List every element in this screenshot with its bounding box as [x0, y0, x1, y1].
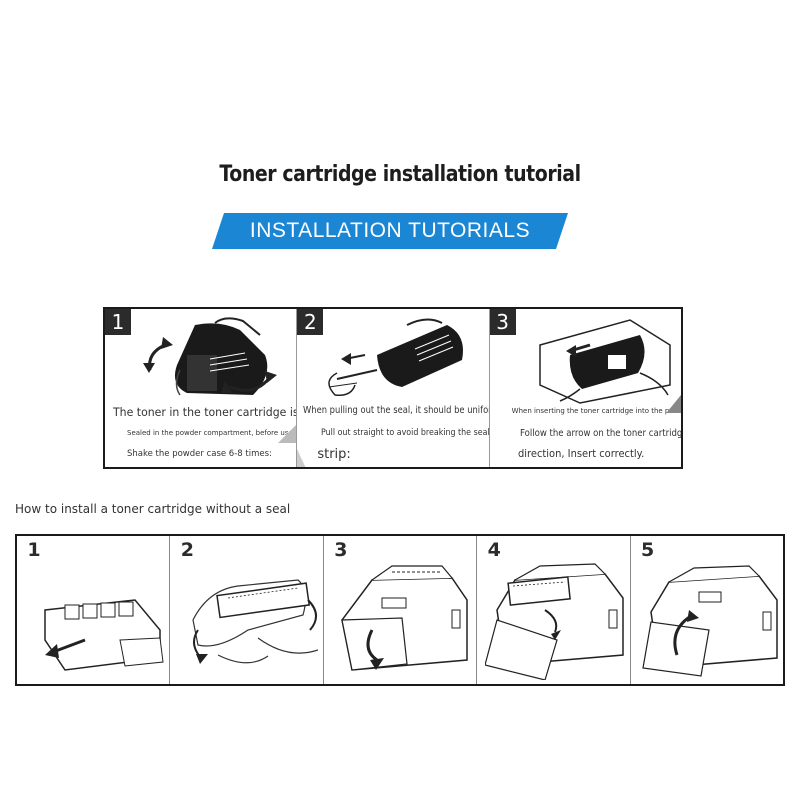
step-number: 2	[176, 538, 199, 562]
step-caption-line3: strip:	[317, 447, 351, 462]
top-step-1: 1 The toner in the toner cartridge is Se…	[105, 309, 298, 467]
step-number: 4	[483, 538, 506, 562]
page-title: Toner cartridge installation tutorial	[219, 162, 581, 187]
banner-text: INSTALLATION TUTORIALS	[249, 219, 531, 242]
step-caption-line2: Sealed in the powder compartment, before…	[127, 429, 293, 437]
step-caption-line1: When pulling out the seal, it should be …	[303, 405, 490, 416]
banner-shape	[212, 213, 568, 249]
top-step-2: 2 When pulling out the seal, it should b…	[297, 309, 490, 467]
insert-cartridge-illustration	[538, 319, 671, 404]
open-printer-door-illustration	[341, 565, 468, 671]
seal-steps-panel: 1 The toner in the toner cartridge is Se…	[103, 307, 683, 469]
top-step-3: 3 When inserting the toner cartridge int…	[489, 309, 681, 467]
remove-cartridge-illustration	[44, 599, 164, 671]
no-seal-steps-panel: 1 2 3	[15, 534, 785, 686]
pull-seal-illustration	[328, 318, 464, 397]
take-out-cartridge-illustration	[485, 563, 624, 680]
section-title-no-seal: How to install a toner cartridge without…	[15, 502, 291, 516]
step-number: 5	[636, 538, 659, 562]
step-caption-line3: Shake the powder case 6-8 times:	[127, 449, 272, 459]
corner-shadow	[278, 425, 297, 443]
installation-banner: INSTALLATION TUTORIALS	[212, 213, 568, 249]
step-caption-line1: The toner in the toner cartridge is	[113, 405, 298, 419]
shake-cartridge-illustration	[143, 317, 277, 396]
step-caption-line3: direction, Insert correctly.	[517, 447, 644, 460]
bottom-step-3: 3	[324, 536, 478, 684]
bottom-step-2: 2	[170, 536, 324, 684]
corner-shadow	[666, 395, 681, 413]
step-caption-line2: Follow the arrow on the toner cartridge	[519, 428, 681, 439]
bottom-step-4: 4	[477, 536, 631, 684]
step-caption-line2: Pull out straight to avoid breaking the …	[321, 428, 490, 438]
corner-shadow	[297, 449, 306, 467]
step-number: 3	[489, 309, 516, 335]
step-number: 1	[105, 309, 131, 335]
shake-cartridge-illustration	[192, 579, 319, 664]
step-number: 2	[297, 309, 324, 335]
step-number: 1	[23, 538, 45, 562]
step-number: 3	[329, 538, 352, 562]
bottom-step-1: 1	[17, 536, 171, 684]
insert-cartridge-illustration	[641, 565, 778, 677]
bottom-step-5: 5	[631, 536, 783, 684]
step-caption-line1: When inserting the toner cartridge into …	[511, 407, 681, 415]
